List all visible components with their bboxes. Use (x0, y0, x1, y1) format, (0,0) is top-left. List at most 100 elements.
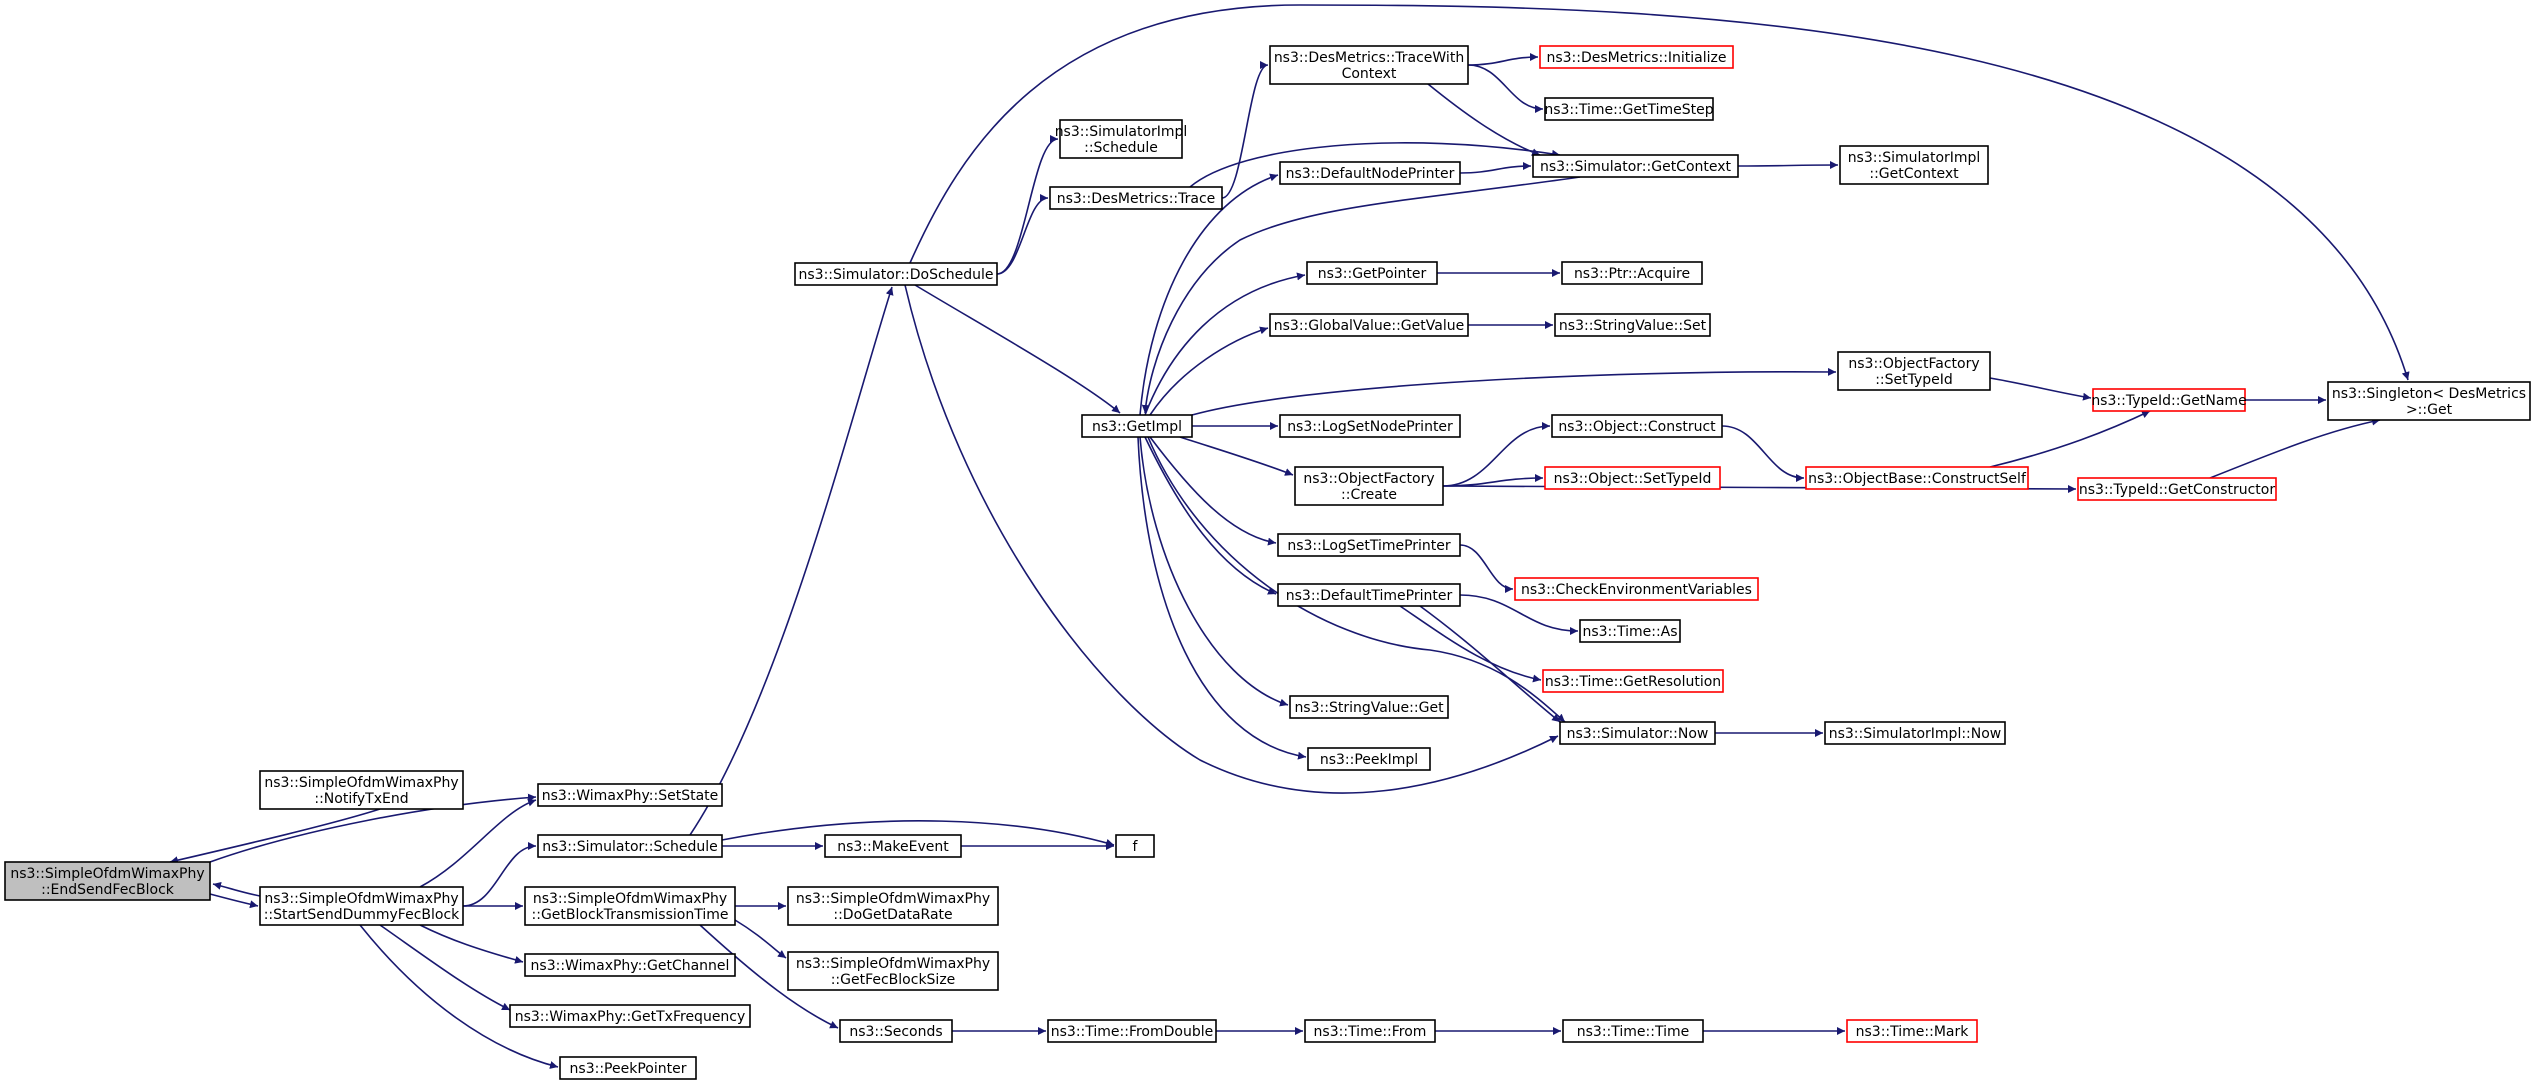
node-getconstructor[interactable]: ns3::TypeId::GetConstructor (2077, 477, 2277, 501)
edge-doschedule-to-getimpl (914, 284, 1121, 414)
node-label: ::NotifyTxEnd (314, 791, 408, 807)
node-f[interactable]: f (1115, 834, 1155, 858)
node-label: ns3::SimpleOfdmWimaxPhy (264, 775, 458, 791)
node-box (537, 783, 723, 807)
edge-getimpl-to-stringvalueget (1139, 436, 1289, 707)
node-label: Context (1342, 66, 1397, 82)
edge-tracewithcontext-to-gettimestep (1467, 64, 1544, 113)
node-defaultnodeprinter[interactable]: ns3::DefaultNodePrinter (1279, 161, 1461, 185)
node-makeevent[interactable]: ns3::MakeEvent (824, 834, 962, 858)
edge-getcontext-to-implgetcontext (1737, 161, 1839, 170)
node-globalvaluegetvalue[interactable]: ns3::GlobalValue::GetValue (1269, 313, 1469, 337)
node-getchannel[interactable]: ns3::WimaxPhy::GetChannel (524, 953, 736, 977)
node-label: ns3::SimpleOfdmWimaxPhy (264, 891, 458, 907)
node-timetime[interactable]: ns3::Time::Time (1562, 1019, 1704, 1043)
node-fromdouble[interactable]: ns3::Time::FromDouble (1047, 1019, 1217, 1043)
edge-getimpl-to-peekimpl (1137, 436, 1307, 760)
edge-constructself-to-typeidgetname (1989, 410, 2151, 468)
node-objectsettypeid[interactable]: ns3::Object::SetTypeId (1544, 466, 1721, 490)
node-box (1544, 97, 1714, 121)
node-box (1559, 721, 1716, 745)
node-startsenddummy[interactable]: ns3::SimpleOfdmWimaxPhy::StartSendDummyF… (259, 886, 464, 926)
node-peekpointer[interactable]: ns3::PeekPointer (559, 1056, 697, 1080)
node-label: ns3::DefaultNodePrinter (1286, 166, 1455, 182)
node-box (2077, 477, 2277, 501)
node-box (1532, 154, 1739, 178)
edge-tracewithcontext-to-dminitialize (1467, 53, 1539, 66)
node-defaulttimeprinter[interactable]: ns3::DefaultTimePrinter (1277, 583, 1461, 607)
node-gettxfreq[interactable]: ns3::WimaxPhy::GetTxFrequency (509, 1004, 751, 1028)
node-getcontext[interactable]: ns3::Simulator::GetContext (1532, 154, 1739, 178)
node-implschedule[interactable]: ns3::SimulatorImpl::Schedule (1055, 119, 1188, 159)
node-label: ns3::WimaxPhy::SetState (542, 788, 719, 804)
node-label: ns3::CheckEnvironmentVariables (1521, 582, 1752, 598)
node-timemark[interactable]: ns3::Time::Mark (1846, 1019, 1978, 1043)
node-label: ns3::GlobalValue::GetValue (1274, 318, 1464, 334)
node-simschedule[interactable]: ns3::Simulator::Schedule (537, 834, 723, 858)
node-label: ns3::ObjectBase::ConstructSelf (1808, 471, 2027, 487)
node-ptracquire[interactable]: ns3::Ptr::Acquire (1561, 261, 1703, 285)
node-label: ns3::Time::From (1314, 1024, 1427, 1040)
edge-doschedule-to-implschedule (996, 135, 1059, 275)
node-label: ::SetTypeId (1875, 372, 1953, 388)
node-typeidgetname[interactable]: ns3::TypeId::GetName (2091, 388, 2247, 412)
node-box (1544, 466, 1721, 490)
node-label: ns3::SimulatorImpl (1055, 124, 1188, 140)
edge-notifytxend-to-root (169, 808, 381, 865)
node-peekimpl[interactable]: ns3::PeekImpl (1307, 747, 1431, 771)
node-label: ns3::SimulatorImpl (1848, 150, 1981, 166)
node-ofcreate[interactable]: ns3::ObjectFactory::Create (1294, 466, 1444, 506)
node-label: ns3::Time::Mark (1856, 1024, 1970, 1040)
node-getfecblocksize[interactable]: ns3::SimpleOfdmWimaxPhy::GetFecBlockSize (787, 951, 999, 991)
node-getblocktx[interactable]: ns3::SimpleOfdmWimaxPhy::GetBlockTransmi… (524, 886, 736, 926)
node-objectconstruct[interactable]: ns3::Object::Construct (1551, 414, 1723, 438)
node-label: ns3::LogSetTimePrinter (1287, 538, 1451, 554)
node-getimpl[interactable]: ns3::GetImpl (1081, 414, 1193, 438)
node-label: ns3::SimpleOfdmWimaxPhy (796, 891, 990, 907)
edge-defaultnodeprinter-to-getcontext (1459, 162, 1532, 174)
node-setstate[interactable]: ns3::WimaxPhy::SetState (537, 783, 723, 807)
node-timeas[interactable]: ns3::Time::As (1579, 619, 1681, 643)
node-root[interactable]: ns3::SimpleOfdmWimaxPhy::EndSendFecBlock (4, 861, 211, 901)
node-implgetcontext[interactable]: ns3::SimulatorImpl::GetContext (1839, 145, 1989, 185)
node-label: ns3::Time::FromDouble (1051, 1024, 1214, 1040)
node-getresolution[interactable]: ns3::Time::GetResolution (1542, 669, 1724, 693)
node-checkenv[interactable]: ns3::CheckEnvironmentVariables (1514, 577, 1759, 601)
node-box (1562, 1019, 1704, 1043)
node-box (2327, 381, 2531, 421)
node-desmetricstrace[interactable]: ns3::DesMetrics::Trace (1049, 186, 1223, 210)
node-from[interactable]: ns3::Time::From (1304, 1019, 1436, 1043)
node-box (1289, 695, 1449, 719)
node-singletonget[interactable]: ns3::Singleton< DesMetrics>::Get (2327, 381, 2531, 421)
edge-getcontext-to-getimpl (1141, 176, 1581, 414)
node-logsettimeprinter[interactable]: ns3::LogSetTimePrinter (1277, 533, 1461, 557)
node-label: ::Schedule (1084, 140, 1158, 156)
node-dminitialize[interactable]: ns3::DesMetrics::Initialize (1539, 45, 1734, 69)
node-doschedule[interactable]: ns3::Simulator::DoSchedule (794, 262, 998, 286)
node-constructself[interactable]: ns3::ObjectBase::ConstructSelf (1805, 466, 2029, 490)
edge-startsenddummy-to-root (212, 881, 261, 897)
function-nodes: ns3::SimpleOfdmWimaxPhy::EndSendFecBlock… (4, 45, 2531, 1080)
node-dogetdatarate[interactable]: ns3::SimpleOfdmWimaxPhy::DoGetDataRate (787, 886, 999, 926)
node-box (537, 834, 723, 858)
node-getpointer[interactable]: ns3::GetPointer (1306, 261, 1438, 285)
node-stringvalueset[interactable]: ns3::StringValue::Set (1554, 313, 1711, 337)
node-label: ::DoGetDataRate (833, 907, 952, 923)
node-logsetnodeprinter[interactable]: ns3::LogSetNodePrinter (1279, 414, 1461, 438)
node-seconds[interactable]: ns3::Seconds (839, 1019, 953, 1043)
node-box (1539, 45, 1734, 69)
node-notifytxend[interactable]: ns3::SimpleOfdmWimaxPhy::NotifyTxEnd (259, 770, 464, 810)
node-gettimestep[interactable]: ns3::Time::GetTimeStep (1544, 97, 1714, 121)
node-label: ns3::PeekPointer (570, 1061, 687, 1077)
node-box (524, 886, 736, 926)
node-implnow[interactable]: ns3::SimulatorImpl::Now (1824, 721, 2006, 745)
node-stringvalueget[interactable]: ns3::StringValue::Get (1289, 695, 1449, 719)
node-box (1551, 414, 1723, 438)
node-box (1269, 45, 1469, 85)
node-ofsettypeid[interactable]: ns3::ObjectFactory::SetTypeId (1837, 351, 1991, 391)
node-simnow[interactable]: ns3::Simulator::Now (1559, 721, 1716, 745)
node-label: ns3::DesMetrics::Trace (1057, 191, 1216, 207)
node-label: ::GetBlockTransmissionTime (532, 907, 729, 923)
